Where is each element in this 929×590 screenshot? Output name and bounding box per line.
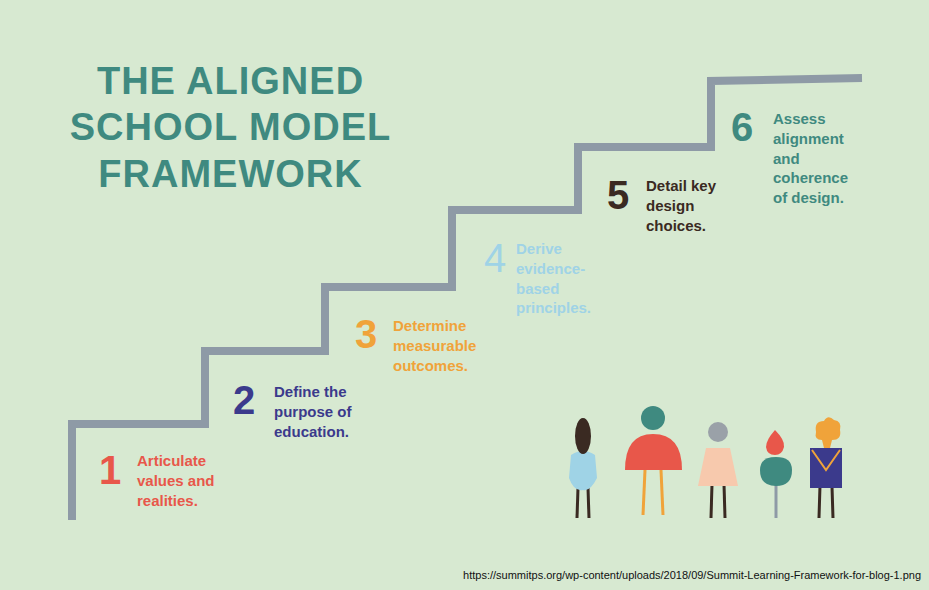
step-number: 6 xyxy=(731,107,753,147)
step-text: Detail key design choices. xyxy=(646,176,732,235)
step-number: 1 xyxy=(99,450,121,490)
source-url: https://summitps.org/wp-content/uploads/… xyxy=(463,569,921,582)
step-number: 3 xyxy=(355,314,377,354)
step-number: 5 xyxy=(607,175,629,215)
step-text: Assess alignment and coherence of design… xyxy=(773,109,863,208)
step-number: 2 xyxy=(233,380,255,420)
title: THE ALIGNED SCHOOL MODEL FRAMEWORK xyxy=(58,58,403,197)
step-text: Derive evidence-based principles. xyxy=(516,239,608,318)
step-text: Define the purpose of education. xyxy=(274,382,370,441)
step-number: 4 xyxy=(484,238,506,278)
people-figures xyxy=(569,406,842,518)
step-text: Determine measurable outcomes. xyxy=(393,316,493,375)
step-text: Articulate values and realities. xyxy=(137,451,231,510)
